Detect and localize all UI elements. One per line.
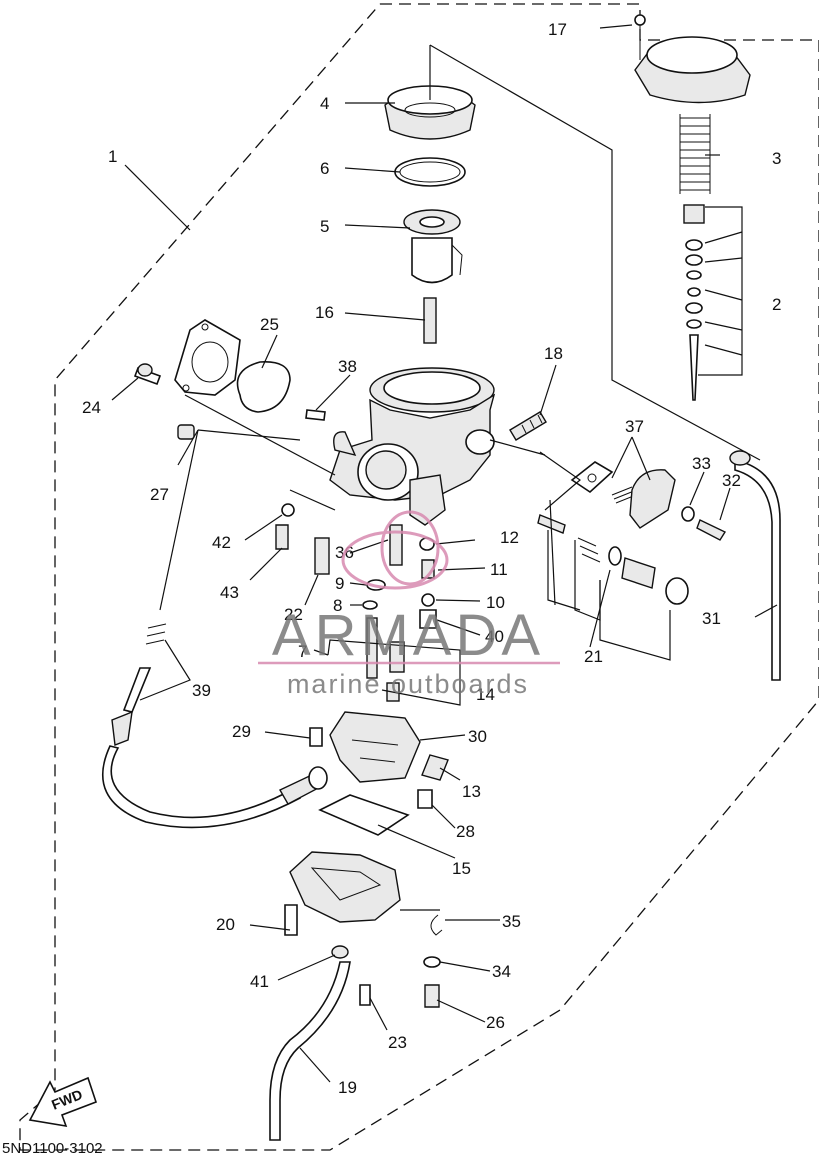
label-32: 32 (722, 471, 741, 490)
label-3: 3 (772, 149, 781, 168)
label-11: 11 (490, 560, 508, 579)
throttle-cable-39 (101, 623, 328, 829)
label-20: 20 (216, 915, 235, 934)
label-25: 25 (260, 315, 279, 334)
label-19: 19 (338, 1078, 357, 1097)
label-16: 16 (315, 303, 334, 322)
label-34: 34 (492, 962, 511, 981)
clip-35 (430, 914, 443, 936)
gasket-15 (318, 794, 410, 836)
label-5: 5 (320, 217, 329, 236)
label-42: 42 (212, 533, 231, 552)
washer-34 (423, 956, 441, 968)
label-39: 39 (192, 681, 211, 700)
label-15: 15 (452, 859, 471, 878)
label-21: 21 (584, 647, 603, 666)
vent-hose-31 (729, 450, 781, 681)
screw-26 (424, 984, 440, 1008)
label-12: 12 (500, 528, 519, 547)
watermark-brand: ARMADA (272, 603, 544, 668)
label-1: 1 (108, 147, 117, 166)
screw-24 (133, 363, 162, 386)
label-40: 40 (485, 627, 504, 646)
idle-screw-assembly-37 (570, 461, 695, 529)
label-2: 2 (772, 295, 781, 314)
label-38: 38 (338, 357, 357, 376)
watermark-swirl (341, 530, 449, 590)
label-4: 4 (320, 94, 329, 113)
label-26: 26 (486, 1013, 505, 1032)
label-30: 30 (468, 727, 487, 746)
label-24: 24 (82, 398, 101, 417)
cap-27 (177, 424, 195, 440)
label-13: 13 (462, 782, 481, 801)
screw-32 (696, 519, 727, 541)
carburetor-body (329, 367, 496, 526)
label-43: 43 (220, 583, 239, 602)
gasket-25 (236, 361, 291, 413)
fwd-arrow: FWD (28, 1076, 98, 1128)
pilot-screw-21 (537, 514, 689, 605)
leader-lines (111, 24, 778, 1083)
label-17: 17 (548, 20, 567, 39)
label-37: 37 (625, 417, 644, 436)
diagram-code: 5ND1100-3102 (2, 1140, 103, 1156)
piston-valve-5 (403, 209, 463, 284)
float-bowl (284, 851, 401, 1006)
label-29: 29 (232, 722, 251, 741)
label-41: 41 (250, 972, 269, 991)
label-6: 6 (320, 159, 329, 178)
label-14: 14 (476, 685, 495, 704)
throttle-bracket-30 (309, 711, 449, 809)
screw-38 (305, 409, 326, 421)
spring-3 (679, 114, 711, 194)
watermark-tagline: marine outboards (287, 669, 529, 699)
needle-set-2 (683, 204, 705, 401)
label-22: 22 (284, 605, 303, 624)
jets-cluster (275, 503, 437, 702)
label-27: 27 (150, 485, 169, 504)
label-28: 28 (456, 822, 475, 841)
label-23: 23 (388, 1033, 407, 1052)
needle-jet-16 (423, 297, 437, 344)
part-labels: 1 2 3 4 5 6 7 8 9 10 11 12 13 14 15 16 1… (82, 20, 781, 1097)
watermark: ARMADA marine outboards (258, 510, 560, 699)
drain-hose-19 (269, 961, 351, 1141)
fitting-18 (509, 411, 547, 441)
o-ring-6 (394, 157, 466, 187)
cap-17 (634, 14, 751, 104)
label-8: 8 (333, 596, 342, 615)
watermark-swirl (380, 510, 440, 586)
label-10: 10 (486, 593, 505, 612)
flange-gasket (174, 319, 241, 396)
label-35: 35 (502, 912, 521, 931)
label-31: 31 (702, 609, 721, 628)
label-33: 33 (692, 454, 711, 473)
label-18: 18 (544, 344, 563, 363)
label-7: 7 (298, 642, 307, 661)
label-9: 9 (335, 574, 344, 593)
